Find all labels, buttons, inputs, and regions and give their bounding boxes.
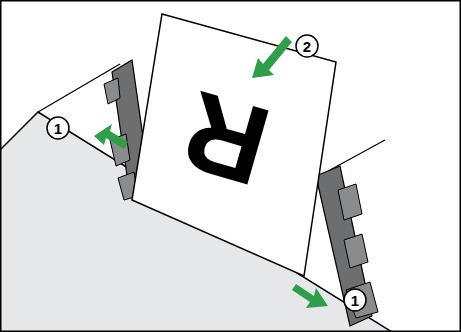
callout-number: 1 <box>351 293 359 308</box>
callout-circles <box>47 35 366 311</box>
feed-slot-edge <box>330 140 385 170</box>
paper-sheet <box>132 14 336 276</box>
green-arrows <box>94 36 328 308</box>
callout-number: 2 <box>303 39 311 54</box>
callout-number: 1 <box>54 121 62 136</box>
feed-slot-edge <box>38 64 120 112</box>
